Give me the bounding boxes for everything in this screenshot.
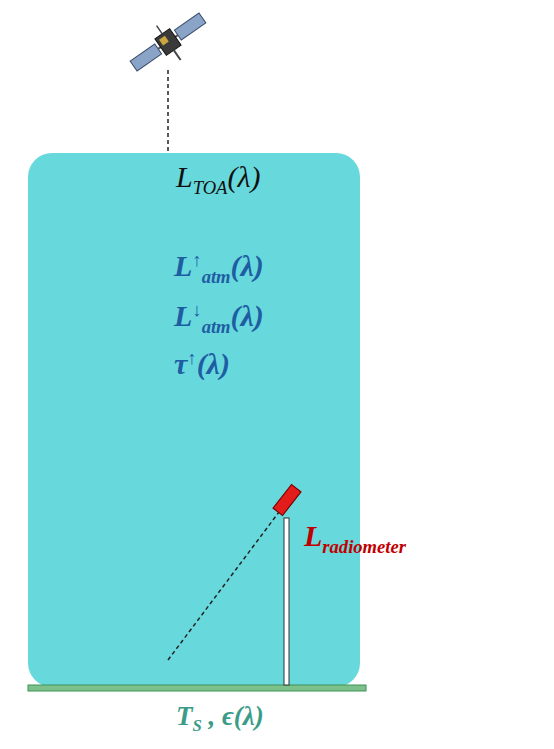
radiometer-view-line (168, 512, 279, 660)
atmosphere-box: LTOA(λ)L↑atm(λ)L↓atm(λ)τ↑(λ) (28, 153, 360, 687)
text-part: atm (202, 316, 231, 337)
text-part: TOA (193, 177, 228, 198)
text-part: L (304, 519, 322, 552)
text-part: (λ) (227, 160, 260, 193)
text-part: L (176, 160, 193, 193)
radiometer-head (273, 484, 301, 515)
text-part: ↑ (192, 249, 201, 270)
radiometer-label: Lradiometer (304, 518, 406, 558)
text-part: L (174, 249, 192, 282)
text-part: ↑ (187, 347, 196, 368)
radiometer-pole (284, 518, 289, 685)
text-part: radiometer (322, 536, 406, 557)
text-part: L (174, 299, 192, 332)
text-part: (λ) (231, 299, 264, 332)
upwelling-radiance: L↑atm(λ) (174, 248, 264, 288)
text-part: S (193, 716, 202, 735)
text-part: (λ) (197, 347, 230, 380)
text-part: T (176, 701, 193, 731)
text-part: atm (202, 266, 231, 287)
text-part: τ (174, 347, 187, 380)
text-part: ↓ (192, 299, 201, 320)
satellite-icon (122, 2, 215, 85)
ground-surface (28, 685, 366, 691)
surface-label: TS , ϵ(λ) (176, 700, 264, 736)
text-part: , ϵ(λ) (202, 701, 264, 731)
downwelling-radiance: L↓atm(λ) (174, 298, 264, 338)
text-part: (λ) (231, 249, 264, 282)
toa-radiance: LTOA(λ) (176, 159, 260, 199)
transmittance: τ↑(λ) (174, 346, 230, 382)
